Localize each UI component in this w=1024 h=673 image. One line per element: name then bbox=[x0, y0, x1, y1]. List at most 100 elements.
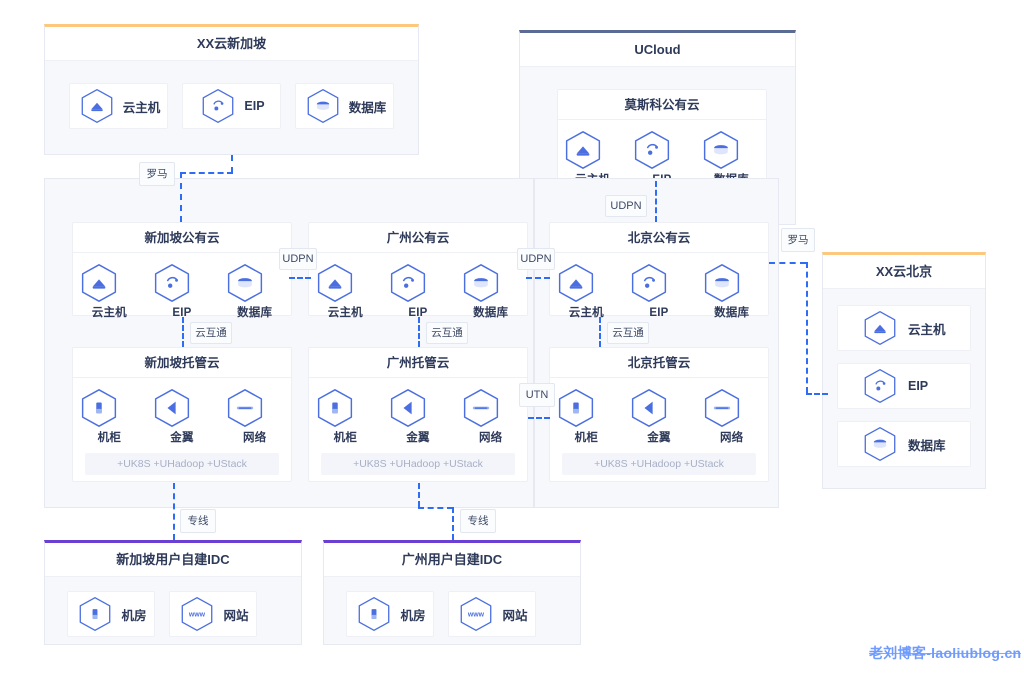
resource-item[interactable]: 网络 bbox=[459, 388, 523, 445]
resource-item[interactable]: 机柜 bbox=[554, 388, 618, 445]
database-icon bbox=[700, 263, 764, 303]
resource-chip[interactable]: 机房 bbox=[346, 591, 434, 637]
connector-line bbox=[806, 262, 808, 393]
eip-icon bbox=[386, 263, 450, 303]
connector-line bbox=[289, 277, 311, 279]
resource-item[interactable]: 机柜 bbox=[77, 388, 141, 445]
resource-item[interactable]: EIP bbox=[627, 263, 691, 320]
addons-tag: +UK8S +UHadoop +UStack bbox=[85, 453, 279, 475]
database-icon bbox=[459, 263, 523, 303]
resource-item[interactable]: 数据库 bbox=[459, 263, 523, 320]
resource-item[interactable]: 云主机 bbox=[313, 263, 377, 320]
resource-label: 云主机 bbox=[908, 322, 946, 337]
resource-item[interactable]: 数据库 bbox=[700, 263, 764, 320]
idc-singapore-resources: 机房 www 网站 bbox=[45, 577, 301, 637]
resource-label: EIP bbox=[172, 307, 192, 319]
eip-icon bbox=[860, 368, 900, 404]
resource-item[interactable]: 网络 bbox=[700, 388, 764, 445]
connector-label-hutong-guangzhou: 云互通 bbox=[426, 322, 468, 344]
xx-cloud-beijing-title: XX云北京 bbox=[823, 255, 985, 289]
beijing-hosted-cloud: 北京托管云 机柜 金翼 bbox=[549, 347, 769, 482]
connector-label-hutong-beijing: 云互通 bbox=[607, 322, 649, 344]
resource-item[interactable]: 数据库 bbox=[223, 263, 287, 320]
xx-cloud-beijing-panel: XX云北京 云主机 EIP bbox=[822, 252, 986, 489]
resource-item[interactable]: EIP bbox=[150, 263, 214, 320]
eip-icon bbox=[630, 130, 694, 170]
resource-label: 金翼 bbox=[170, 432, 194, 444]
resource-chip[interactable]: www 网站 bbox=[448, 591, 536, 637]
svg-text:www: www bbox=[188, 611, 206, 618]
resource-row[interactable]: 云主机 bbox=[837, 305, 971, 351]
resource-label: 金翼 bbox=[647, 432, 671, 444]
network-icon bbox=[223, 388, 287, 428]
cabinet-icon bbox=[313, 388, 377, 428]
connector-line bbox=[180, 172, 233, 174]
cabinet-icon bbox=[77, 388, 141, 428]
singapore-public-resources: 云主机 EIP bbox=[73, 263, 291, 320]
singapore-public-cloud-title: 新加坡公有云 bbox=[73, 223, 291, 253]
resource-label: 数据库 bbox=[714, 307, 750, 319]
singapore-hosted-cloud: 新加坡托管云 机柜 金翼 bbox=[72, 347, 292, 482]
xx-cloud-singapore-resources: 云主机 EIP 数据库 bbox=[45, 61, 418, 129]
resource-label: 云主机 bbox=[327, 307, 363, 319]
eip-icon bbox=[150, 263, 214, 303]
connector-line bbox=[769, 262, 806, 264]
idc-guangzhou-resources: 机房 www 网站 bbox=[324, 577, 580, 637]
connector-line bbox=[231, 155, 233, 173]
database-icon bbox=[699, 130, 763, 170]
connector-label-roma-left: 罗马 bbox=[139, 162, 175, 186]
network-icon bbox=[700, 388, 764, 428]
resource-row[interactable]: 数据库 bbox=[837, 421, 971, 467]
resource-chip[interactable]: EIP bbox=[182, 83, 281, 129]
cloud-host-icon bbox=[561, 130, 625, 170]
cloud-host-icon bbox=[77, 88, 117, 124]
resource-item[interactable]: 机柜 bbox=[313, 388, 377, 445]
moscow-public-cloud: 莫斯科公有云 云主机 bbox=[557, 89, 767, 186]
website-icon: www bbox=[456, 596, 496, 632]
resource-label: 机柜 bbox=[574, 432, 599, 444]
resource-label: 数据库 bbox=[348, 100, 387, 115]
connector-line bbox=[655, 181, 657, 222]
connector-line bbox=[182, 317, 184, 347]
resource-label: 数据库 bbox=[237, 307, 273, 319]
connector-line bbox=[180, 172, 182, 222]
guangzhou-hosted-cloud: 广州托管云 机柜 金翼 bbox=[308, 347, 528, 482]
resource-item[interactable]: 金翼 bbox=[627, 388, 691, 445]
resource-item[interactable]: 网络 bbox=[223, 388, 287, 445]
resource-label: 网络 bbox=[719, 432, 744, 444]
connector-line bbox=[599, 317, 601, 347]
connector-label-udpn-right: UDPN bbox=[517, 248, 555, 270]
resource-item[interactable]: EIP bbox=[386, 263, 450, 320]
connector-label-line-guangzhou: 专线 bbox=[460, 509, 496, 533]
resource-label: 机房 bbox=[400, 608, 426, 623]
connector-label-line-singapore: 专线 bbox=[180, 509, 216, 533]
resource-chip[interactable]: www 网站 bbox=[169, 591, 257, 637]
database-icon bbox=[860, 426, 900, 462]
connector-label-utn: UTN bbox=[519, 383, 555, 407]
cloud-host-icon bbox=[77, 263, 141, 303]
resource-chip[interactable]: 云主机 bbox=[69, 83, 168, 129]
resource-item[interactable]: 云主机 bbox=[77, 263, 141, 320]
resource-label: 数据库 bbox=[908, 438, 946, 453]
resource-item[interactable]: 金翼 bbox=[386, 388, 450, 445]
resource-item[interactable]: 金翼 bbox=[150, 388, 214, 445]
resource-label: 云主机 bbox=[568, 307, 604, 319]
connector-line bbox=[418, 483, 420, 507]
resource-row[interactable]: EIP bbox=[837, 363, 971, 409]
resource-item[interactable]: 云主机 bbox=[554, 263, 618, 320]
cloud-host-icon bbox=[860, 310, 900, 346]
resource-chip[interactable]: 机房 bbox=[67, 591, 155, 637]
xx-cloud-beijing-resources: 云主机 EIP 数据库 bbox=[823, 289, 985, 467]
resource-chip[interactable]: 数据库 bbox=[295, 83, 394, 129]
connector-label-roma-right: 罗马 bbox=[781, 228, 815, 252]
connector-line bbox=[418, 317, 420, 347]
singapore-hosted-resources: 机柜 金翼 网络 bbox=[73, 388, 291, 445]
cloud-host-icon bbox=[554, 263, 618, 303]
idc-guangzhou-panel: 广州用户自建IDC 机房 www 网站 bbox=[323, 540, 581, 645]
beijing-public-resources: 云主机 EIP bbox=[550, 263, 768, 320]
moscow-public-cloud-title: 莫斯科公有云 bbox=[558, 90, 766, 120]
connector-label-udpn-moscow: UDPN bbox=[605, 195, 647, 217]
resource-label: 网站 bbox=[502, 608, 528, 623]
connector-label-udpn-left: UDPN bbox=[279, 248, 317, 270]
resource-label: EIP bbox=[244, 99, 265, 113]
